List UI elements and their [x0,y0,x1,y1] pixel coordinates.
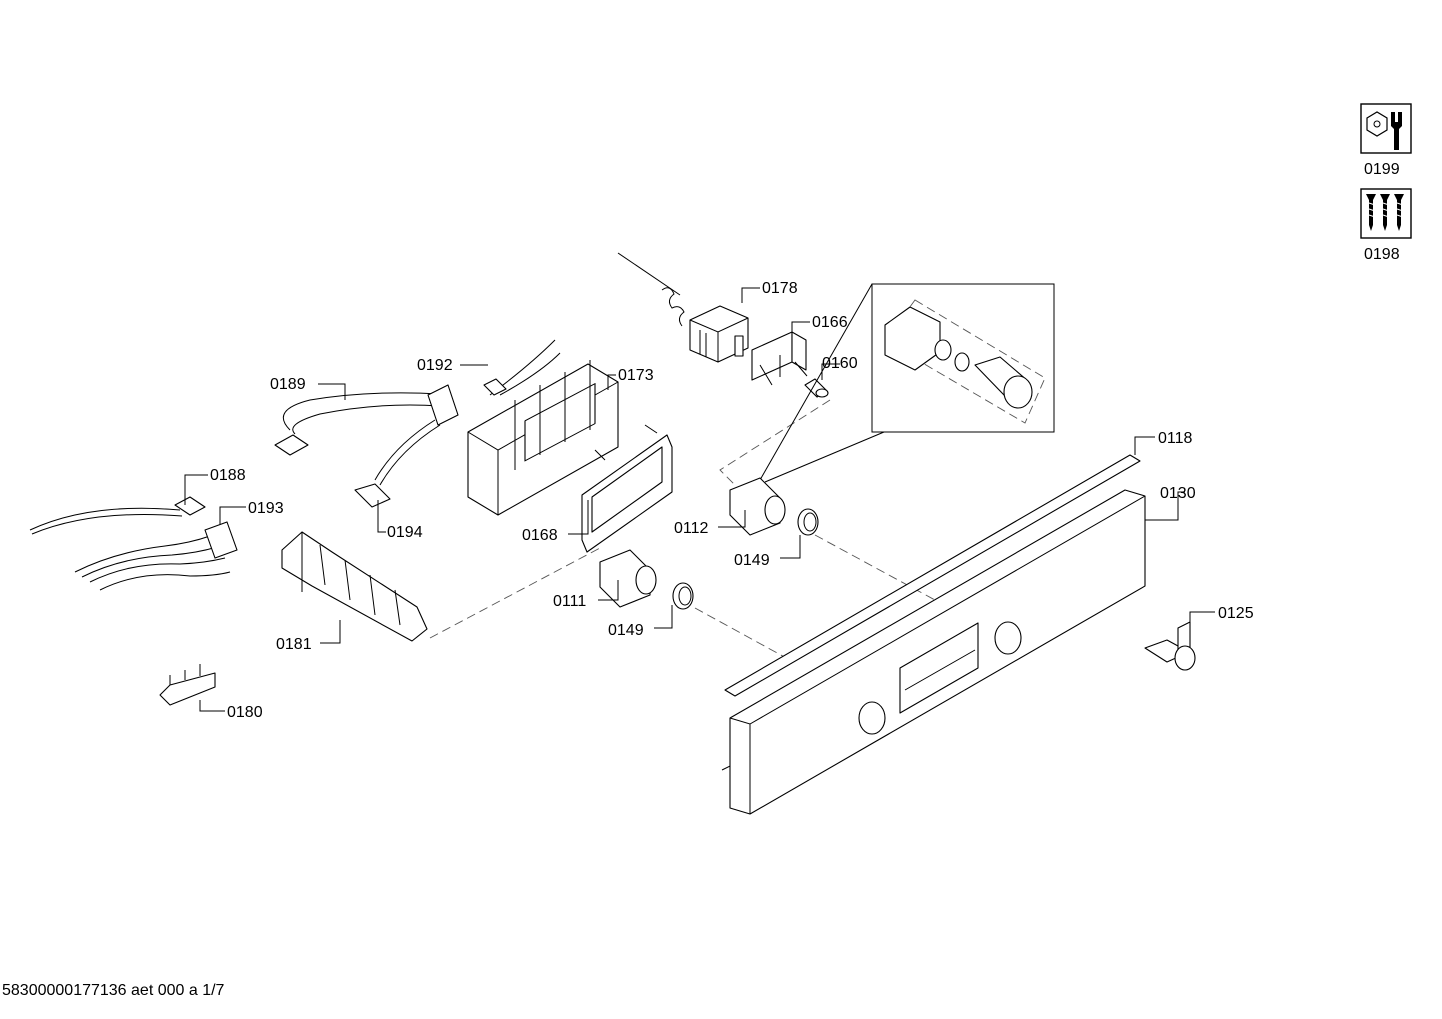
label-0188: 0188 [210,467,246,484]
detail-inset-box [759,283,1055,483]
part-labels: 0178 0166 0160 0192 0173 0189 0188 0193 … [210,280,1254,721]
knob-housing-part-0111 [599,549,657,608]
label-0166: 0166 [812,314,848,331]
label-0160: 0160 [822,355,858,372]
label-0168: 0168 [522,527,558,544]
label-0192: 0192 [417,357,453,374]
trim-strip-part-0118 [724,454,1141,697]
label-0178: 0178 [762,280,798,297]
document-footer: 58300000177136 aet 000 a 1/7 [2,982,225,999]
cable-harness-part-0189 [274,378,507,508]
lamp-part-0160 [804,378,829,398]
label-0189: 0189 [270,376,306,393]
label-0149-upper: 0149 [734,552,770,569]
label-0149-lower: 0149 [608,622,644,639]
label-0198: 0198 [1364,246,1400,263]
label-0130: 0130 [1160,485,1196,502]
ring-part-0149-lower [672,582,694,610]
label-0125: 0125 [1218,605,1254,622]
label-0112: 0112 [674,520,709,537]
label-0111: 0111 [553,593,586,610]
clip-part-0180 [159,664,216,706]
knob-housing-part-0112 [729,477,786,536]
control-panel-part-0130 [721,489,1146,815]
wires-part-0188-0193 [29,496,238,591]
label-0181: 0181 [276,636,312,653]
label-0173: 0173 [618,367,654,384]
screws-icon [1360,188,1412,239]
terminal-block-part-0181 [281,531,428,642]
thermostat-part-0178 [617,252,749,363]
label-0193: 0193 [248,500,284,517]
tool-wrench-icon [1360,103,1412,154]
ring-part-0149-upper [797,508,819,536]
hinge-part-0125 [1144,621,1196,671]
frame-part-0168 [581,424,673,553]
label-0180: 0180 [227,704,263,721]
label-0194: 0194 [387,524,423,541]
bracket-part-0166 [751,331,808,386]
leader-lines [184,287,1215,712]
label-0118: 0118 [1158,430,1193,447]
label-0199: 0199 [1364,161,1400,178]
